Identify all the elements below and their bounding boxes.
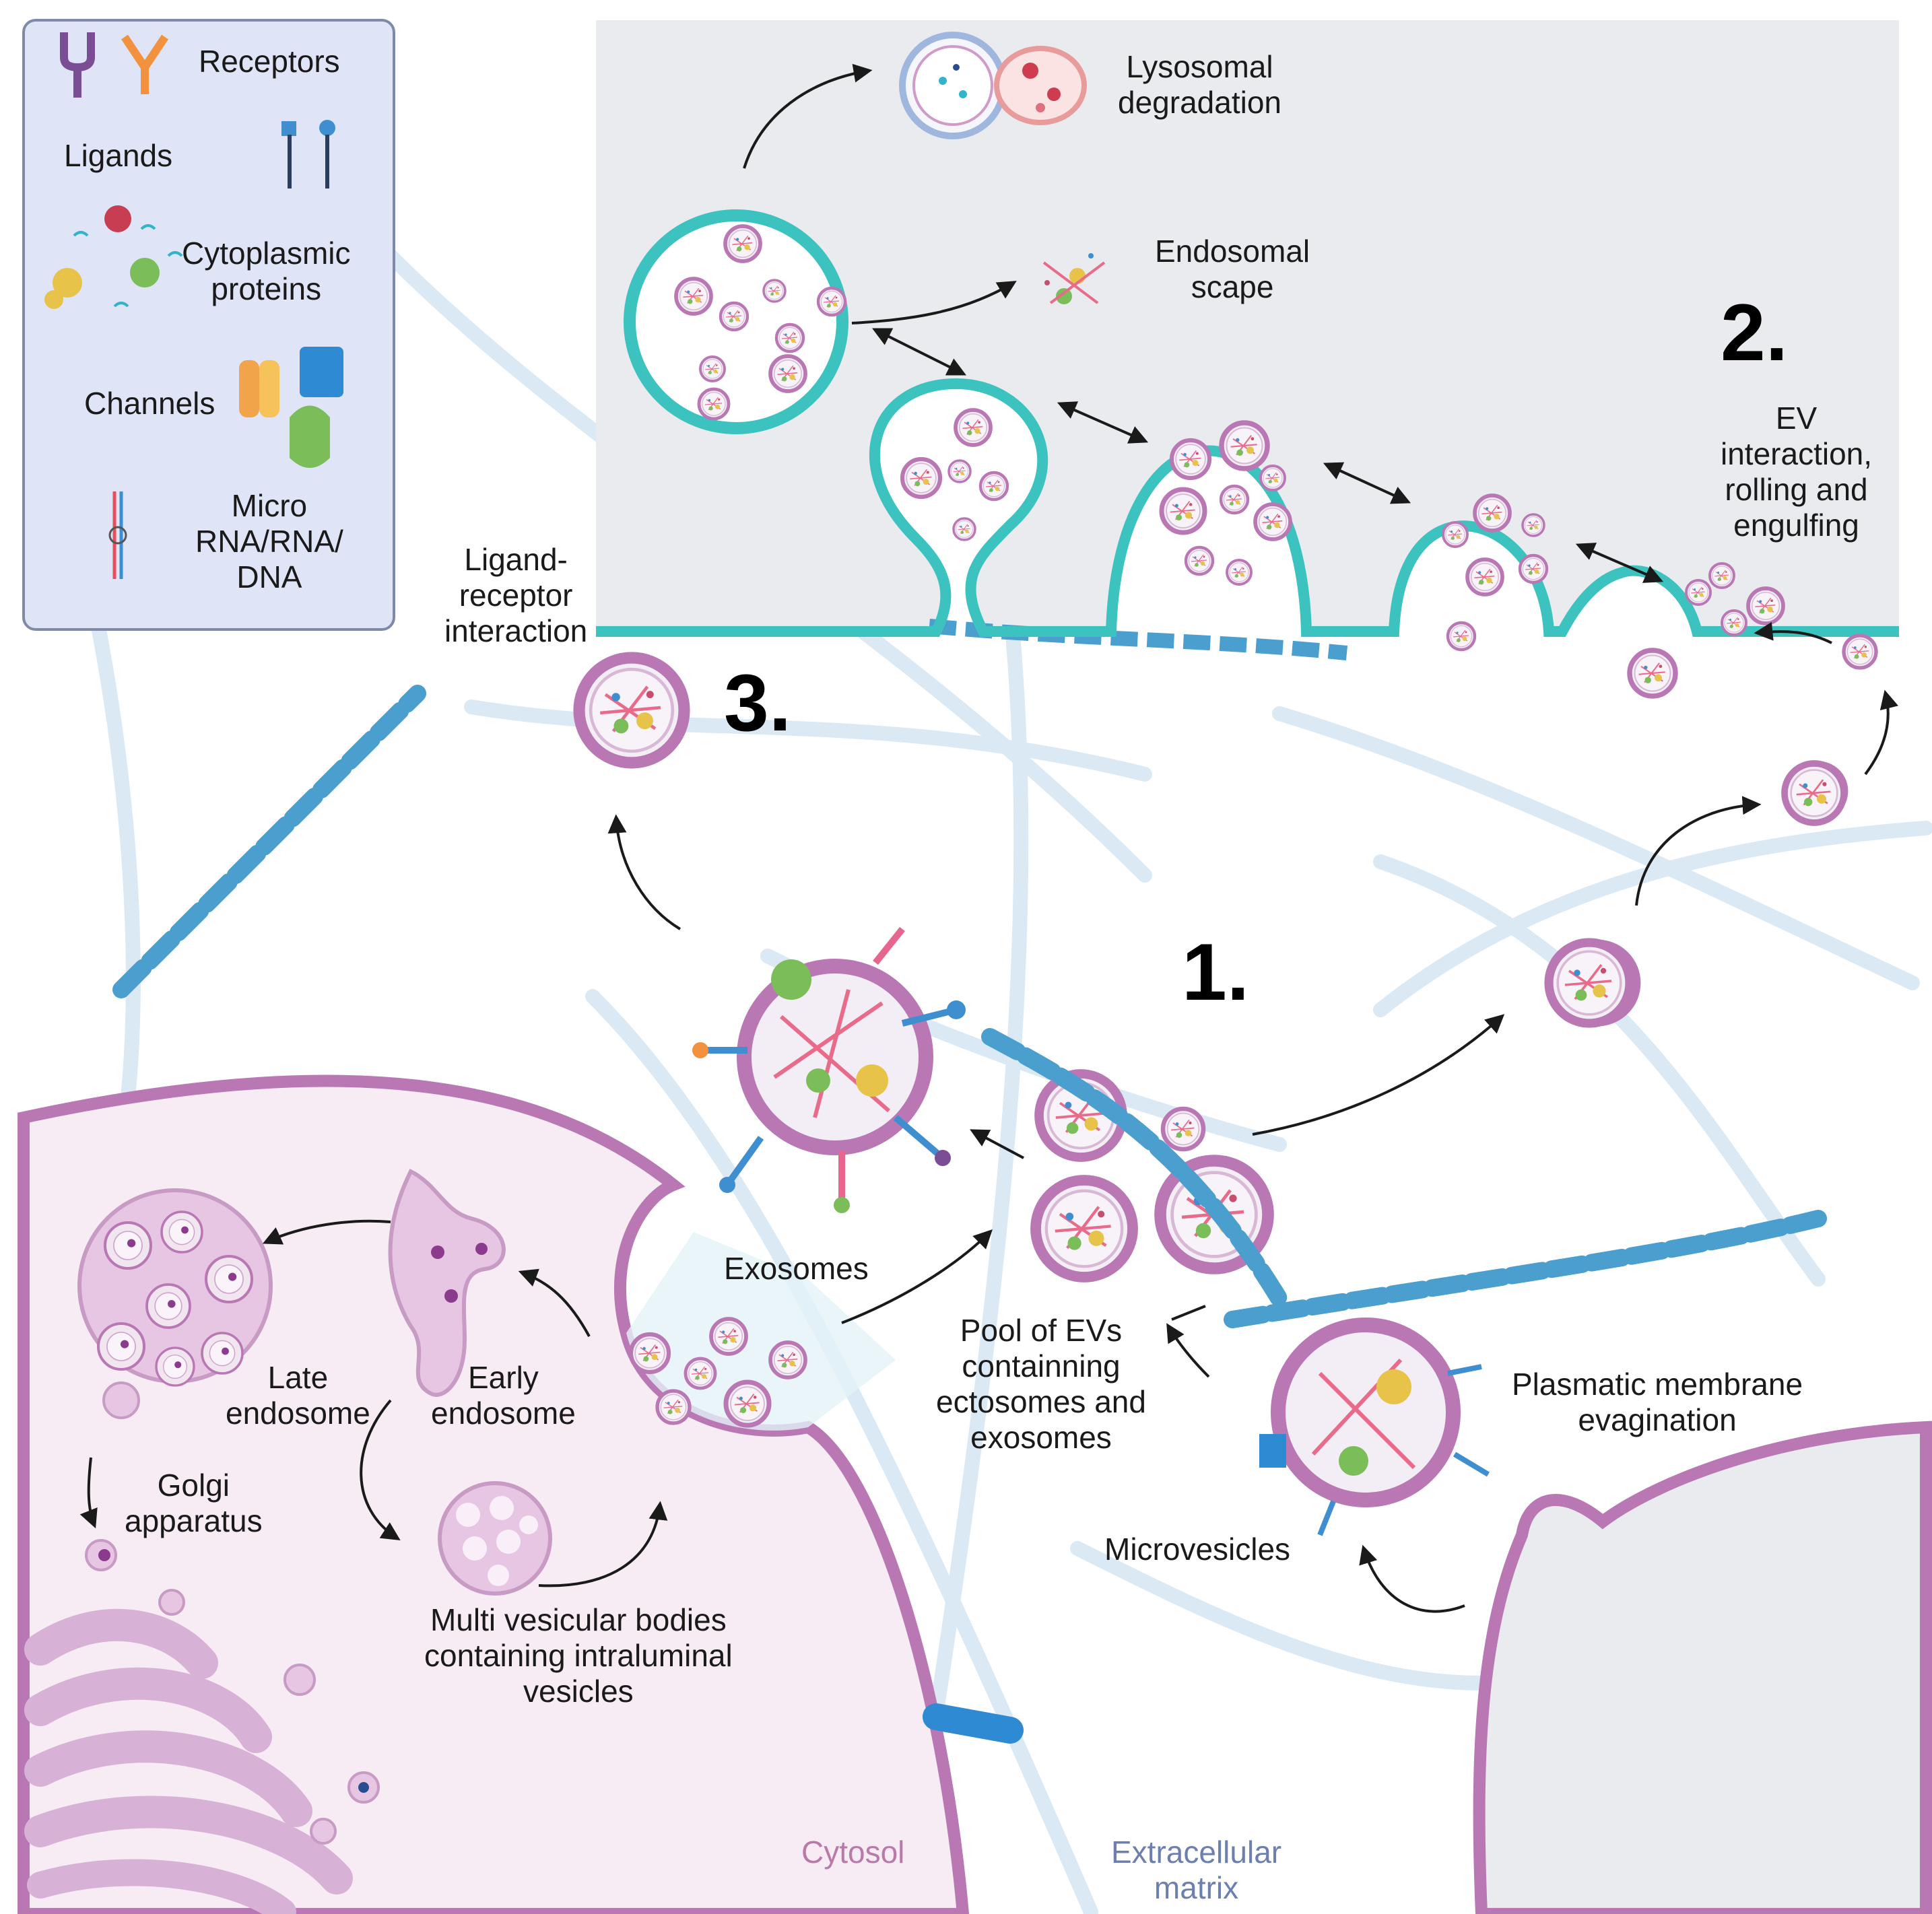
arrows bbox=[79, 63, 1899, 1613]
large-ev-microvesicle bbox=[1259, 1318, 1490, 1536]
escaped-cargo bbox=[1042, 253, 1106, 304]
lysosome bbox=[899, 32, 1087, 139]
late-endosome-label: Late endosome bbox=[226, 1360, 370, 1431]
legend-nucleic-acids-label: Micro RNA/RNA/ DNA bbox=[195, 488, 343, 594]
pool-of-evs-label: Pool of EVs containning ectosomes and ex… bbox=[936, 1313, 1146, 1455]
ligand-receptor-label: Ligand- receptor interaction bbox=[444, 542, 588, 648]
step-2-label: 2. bbox=[1721, 287, 1789, 378]
twisted-fibers bbox=[112, 685, 1827, 1744]
late-endosome bbox=[77, 1188, 273, 1419]
cytosol-label: Cytosol bbox=[801, 1835, 905, 1870]
legend-ligands-label: Ligands bbox=[64, 138, 173, 173]
plasmatic-membrane-label: Plasmatic membrane evagination bbox=[1512, 1367, 1803, 1437]
early-endosome bbox=[388, 1168, 506, 1397]
ev-interaction-label: EV interaction, rolling and engulfing bbox=[1721, 401, 1873, 543]
golgi-apparatus bbox=[24, 1539, 380, 1914]
recipient-cell bbox=[596, 20, 1899, 631]
endosome bbox=[624, 209, 845, 434]
multivesicular-body bbox=[438, 1481, 552, 1596]
lysosomal-label: Lysosomal degradation bbox=[1118, 49, 1281, 120]
legend-icons bbox=[44, 32, 343, 579]
extracellular-matrix-label: Extracellular matrix bbox=[1111, 1835, 1282, 1905]
recipient-membrane bbox=[596, 378, 1899, 637]
mvb-label: Multi vesicular bodies containing intral… bbox=[424, 1602, 733, 1709]
step-1-label: 1. bbox=[1182, 927, 1250, 1017]
exosomes-label: Exosomes bbox=[724, 1251, 869, 1286]
step-3-label: 3. bbox=[724, 658, 792, 748]
large-ev-ligand bbox=[692, 926, 966, 1213]
legend-cytoplasmic-label: Cytoplasmic proteins bbox=[182, 236, 351, 306]
early-endosome-label: Early endosome bbox=[431, 1360, 576, 1431]
endosomal-scape-label: Endosomal scape bbox=[1155, 234, 1310, 304]
legend-box bbox=[22, 19, 395, 631]
extracellular-matrix-fibers bbox=[87, 248, 1932, 1914]
legend-receptors-label: Receptors bbox=[199, 44, 340, 79]
microvesicles-label: Microvesicles bbox=[1104, 1532, 1291, 1567]
legend-channels-label: Channels bbox=[84, 386, 215, 421]
source-cell-right bbox=[1473, 1421, 1932, 1914]
golgi-label: Golgi apparatus bbox=[125, 1468, 263, 1538]
